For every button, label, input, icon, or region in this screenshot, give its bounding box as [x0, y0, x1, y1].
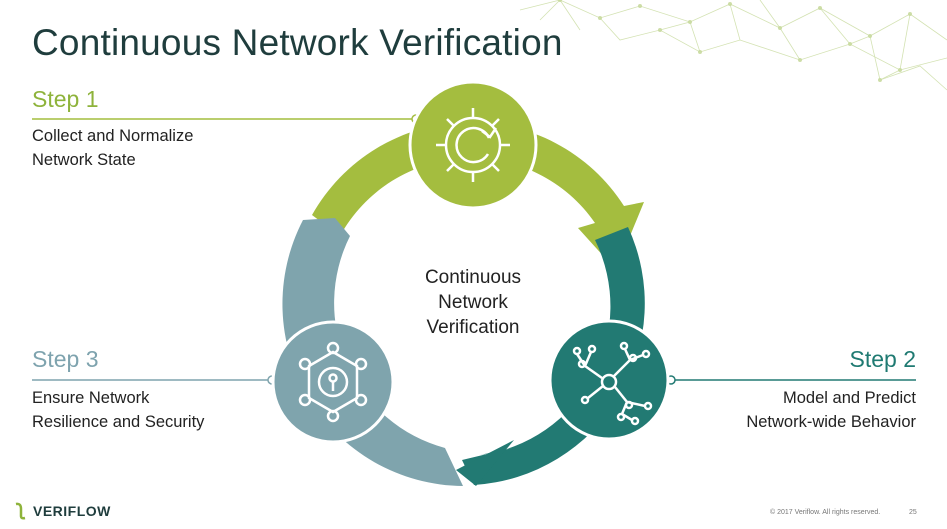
- step1-description-line: Collect and Normalize: [32, 127, 194, 145]
- secure-network-icon: [298, 341, 368, 423]
- step1-heading: Step 1: [32, 86, 99, 112]
- page-number: 25: [909, 509, 917, 516]
- center-label: Continuous Network Verification: [398, 265, 548, 340]
- center-label-line: Verification: [426, 317, 520, 338]
- step2-node: [548, 319, 670, 441]
- brand-logo: VERIFLOW: [14, 502, 111, 520]
- step3-description: Ensure Network Resilience and Security: [32, 386, 204, 434]
- step1-description-line: Network State: [32, 151, 136, 169]
- slide-title: Continuous Network Verification: [32, 22, 563, 63]
- gear-refresh-icon: [436, 108, 510, 182]
- step1-description: Collect and Normalize Network State: [32, 124, 193, 172]
- step3-description-line: Ensure Network: [32, 389, 150, 407]
- ring-arc-teal-head: [456, 440, 514, 486]
- brand-name: VERIFLOW: [33, 503, 111, 519]
- ring-arc-green: [312, 122, 644, 270]
- step3-node: [271, 320, 395, 444]
- step3-description-line: Resilience and Security: [32, 413, 205, 431]
- step2-heading: Step 2: [849, 346, 917, 372]
- step2-description-line: Network-wide Behavior: [746, 413, 916, 431]
- step1-node: [408, 80, 538, 210]
- veriflow-logo-icon: [15, 502, 26, 520]
- center-label-line: Continuous: [424, 267, 522, 288]
- center-label-line: Network: [438, 292, 508, 313]
- copyright-text: © 2017 Veriflow. All rights reserved.: [770, 509, 881, 516]
- step2-description-line: Model and Predict: [783, 389, 916, 407]
- step3-heading: Step 3: [32, 346, 99, 372]
- network-graph-icon: [572, 341, 653, 426]
- step2-description: Model and Predict Network-wide Behavior: [746, 386, 916, 434]
